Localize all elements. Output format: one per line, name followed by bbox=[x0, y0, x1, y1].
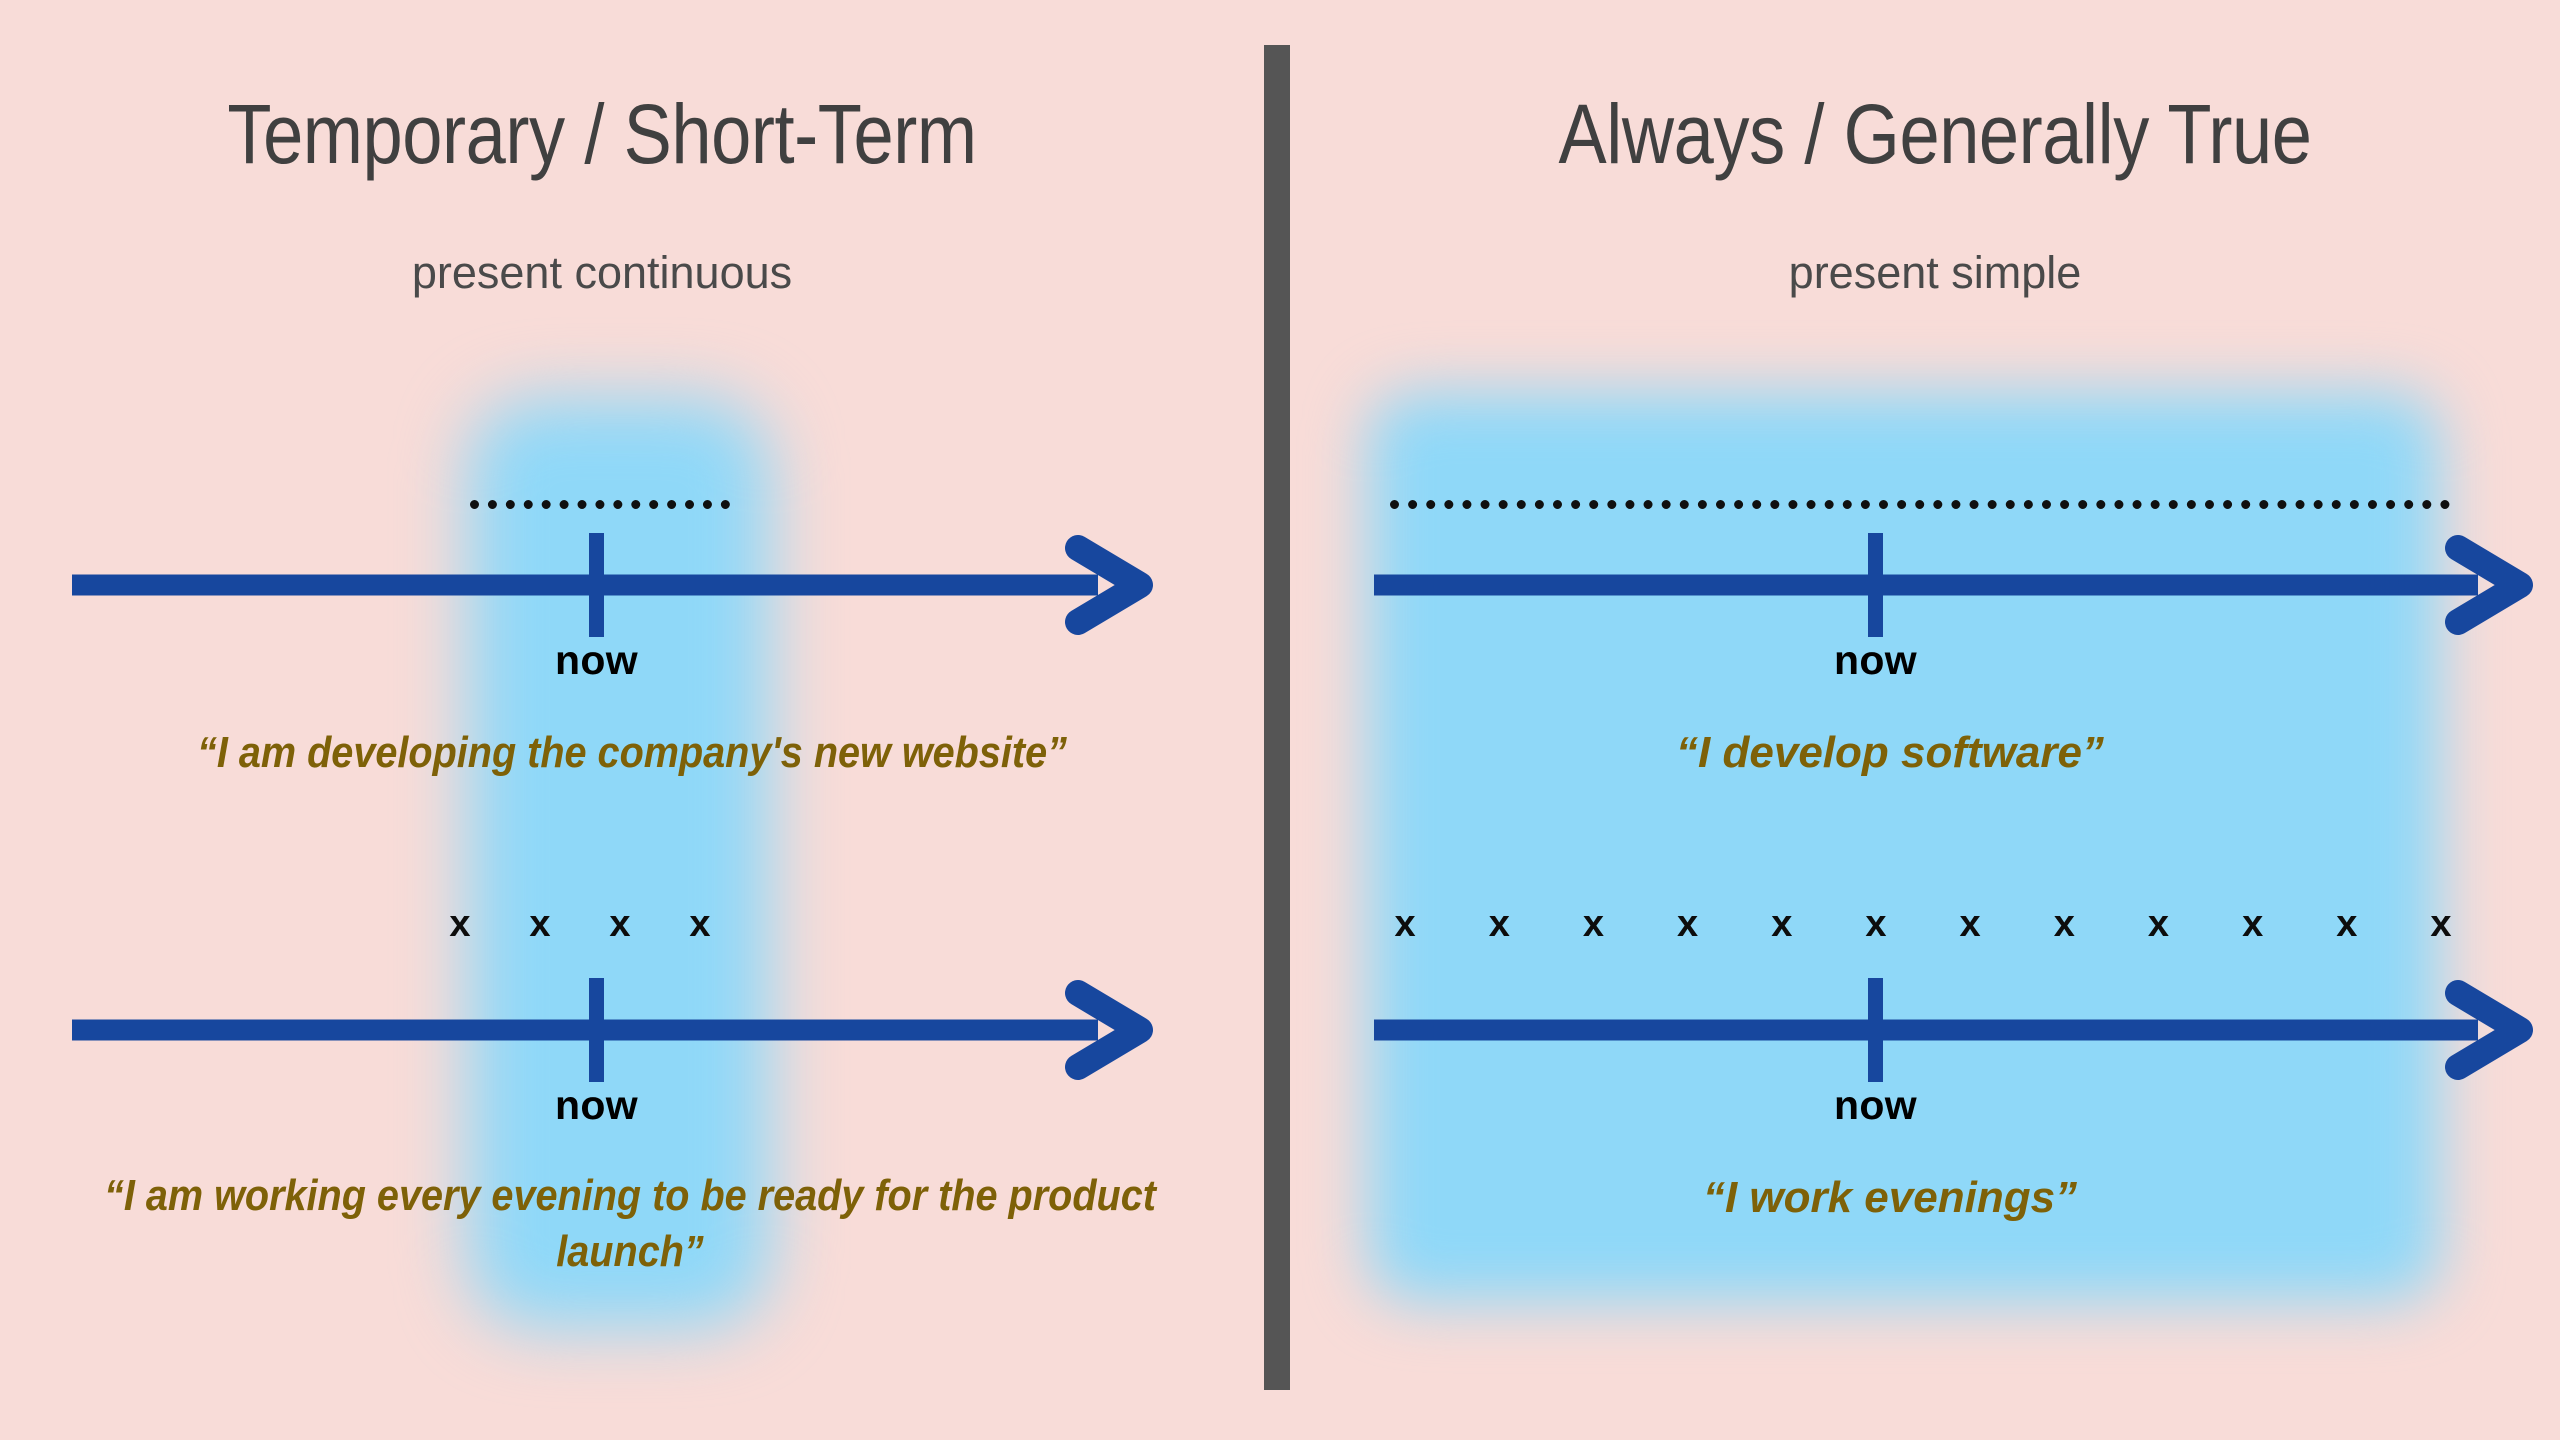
now-tick-mark bbox=[1868, 978, 1883, 1082]
now-tick-mark bbox=[589, 533, 604, 637]
x-mark: x bbox=[2336, 903, 2358, 945]
highlight-glow-left bbox=[468, 398, 770, 1328]
timeline-arrow bbox=[1374, 535, 2533, 635]
column-divider bbox=[1264, 45, 1290, 1390]
left-timeline-2: x x x x now “I am working every evening … bbox=[0, 0, 1264, 1440]
right-column: Always / Generally True present simple n… bbox=[1290, 0, 2560, 1440]
x-mark: x bbox=[1582, 903, 1604, 945]
now-tick-mark bbox=[589, 978, 604, 1082]
now-label: now bbox=[1834, 1082, 1917, 1128]
right-timeline-1: now “I develop software” bbox=[1290, 0, 2560, 1440]
now-label: now bbox=[555, 1082, 638, 1128]
x-marks-row: x x x x x x x x x x x x bbox=[1358, 905, 2488, 943]
x-mark: x bbox=[2147, 903, 2170, 945]
x-mark: x bbox=[1771, 903, 1793, 945]
timeline-arrow bbox=[1374, 980, 2533, 1080]
x-mark: x bbox=[1865, 903, 1887, 945]
timeline-arrow bbox=[72, 980, 1153, 1080]
x-mark: x bbox=[1677, 903, 1699, 945]
x-mark: x bbox=[689, 903, 711, 945]
left-quote-2: “I am working every evening to be ready … bbox=[104, 1171, 1156, 1277]
x-mark: x bbox=[1488, 903, 1510, 945]
left-quote-1: “I am developing the company's new websi… bbox=[197, 728, 1067, 777]
x-mark: x bbox=[609, 903, 631, 945]
left-title: Temporary / Short-Term bbox=[227, 87, 977, 181]
duration-dotted-line bbox=[1390, 500, 2450, 509]
right-quote-2: “I work evenings” bbox=[1702, 1173, 2078, 1222]
left-column: Temporary / Short-Term present continuou… bbox=[0, 0, 1264, 1440]
left-subtitle: present continuous bbox=[411, 247, 793, 298]
highlight-glow-right bbox=[1368, 392, 2440, 1302]
x-mark: x bbox=[2430, 903, 2452, 945]
left-timeline-1: now “I am developing the company's new w… bbox=[0, 0, 1264, 1440]
right-title: Always / Generally True bbox=[1558, 87, 2312, 181]
duration-dotted-line bbox=[470, 500, 730, 509]
x-mark: x bbox=[449, 903, 471, 945]
timeline-arrow bbox=[72, 535, 1153, 635]
now-tick-mark bbox=[1868, 533, 1883, 637]
right-subtitle: present simple bbox=[1788, 247, 2082, 298]
now-label: now bbox=[555, 637, 638, 683]
x-mark: x bbox=[529, 903, 551, 945]
x-marks-row: x x x x bbox=[420, 905, 740, 943]
x-mark: x bbox=[2242, 903, 2264, 945]
now-label: now bbox=[1834, 637, 1917, 683]
right-quote-1: “I develop software” bbox=[1676, 728, 2104, 777]
x-mark: x bbox=[2053, 903, 2075, 945]
right-timeline-2: x x x x x x x x x x x x now “I work even… bbox=[1290, 0, 2560, 1440]
x-mark: x bbox=[1959, 903, 1981, 945]
x-mark: x bbox=[1394, 903, 1416, 945]
